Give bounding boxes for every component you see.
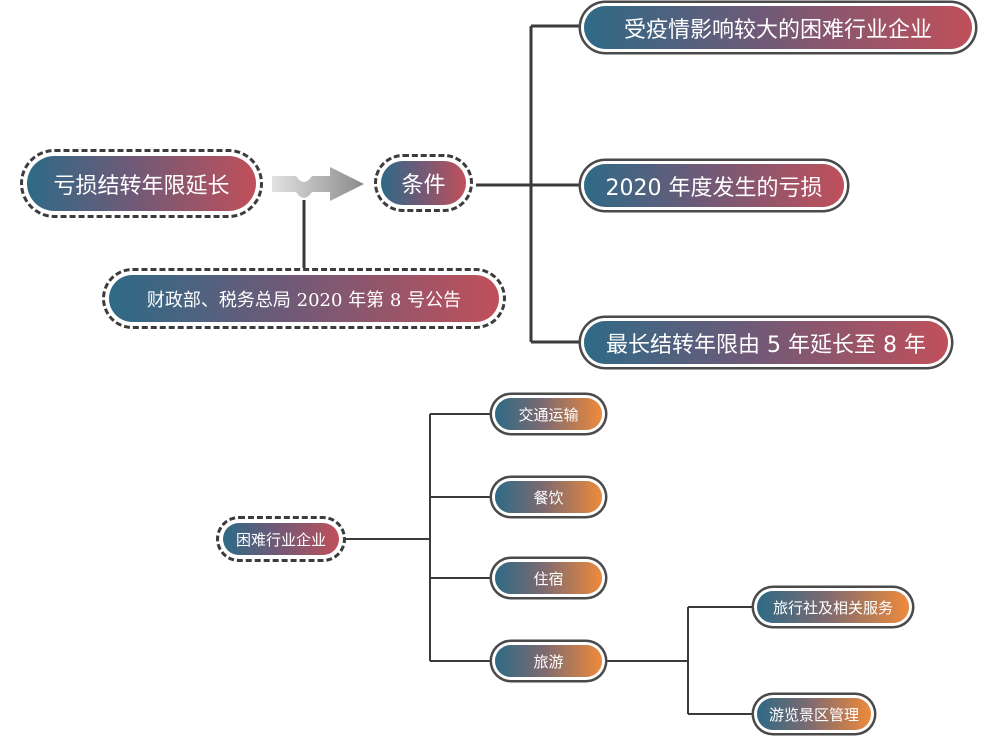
industry-tree-lines (343, 413, 755, 715)
industry-node-lodging[interactable]: 住宿 (495, 562, 602, 594)
condition-item-label: 2020 年度发生的亏损 (605, 175, 823, 201)
condition-item-label: 最长结转年限由 5 年延长至 8 年 (606, 332, 926, 358)
industry-node-transport[interactable]: 交通运输 (495, 398, 602, 430)
condition-node-label: 条件 (401, 173, 446, 198)
root-node-label: 亏损结转年限延长 (53, 173, 230, 199)
industry-node-label: 住宿 (533, 569, 564, 588)
industry-node-label: 餐饮 (533, 488, 564, 507)
tourism-subnode-label: 旅行社及相关服务 (772, 598, 893, 617)
industry-node-label: 交通运输 (518, 405, 579, 424)
arrow-icon (272, 167, 364, 201)
industry-node-label: 旅游 (533, 652, 564, 671)
industry-node-catering[interactable]: 餐饮 (495, 481, 602, 513)
industry-root-label: 困难行业企业 (235, 530, 326, 549)
source-node-label: 财政部、税务总局 2020 年第 8 号公告 (146, 289, 462, 311)
industry-node-tourism[interactable]: 旅游 (495, 645, 602, 677)
condition-node[interactable]: 条件 (374, 154, 473, 212)
tourism-subnode-label: 游览景区管理 (768, 705, 859, 724)
tourism-subnode-scenic-area[interactable]: 游览景区管理 (757, 698, 871, 730)
conditions-bracket (476, 24, 580, 344)
condition-item-label: 受疫情影响较大的困难行业企业 (623, 17, 932, 43)
condition-item-extended-period[interactable]: 最长结转年限由 5 年延长至 8 年 (584, 321, 948, 364)
source-node[interactable]: 财政部、税务总局 2020 年第 8 号公告 (102, 268, 506, 329)
industry-root-node[interactable]: 困难行业企业 (216, 516, 346, 562)
tourism-subnode-travel-agency[interactable]: 旅行社及相关服务 (757, 591, 909, 623)
root-node-loss-carryforward[interactable]: 亏损结转年限延长 (20, 149, 263, 218)
condition-item-2020-loss[interactable]: 2020 年度发生的亏损 (584, 164, 844, 207)
condition-item-hard-hit-industries[interactable]: 受疫情影响较大的困难行业企业 (584, 6, 972, 49)
